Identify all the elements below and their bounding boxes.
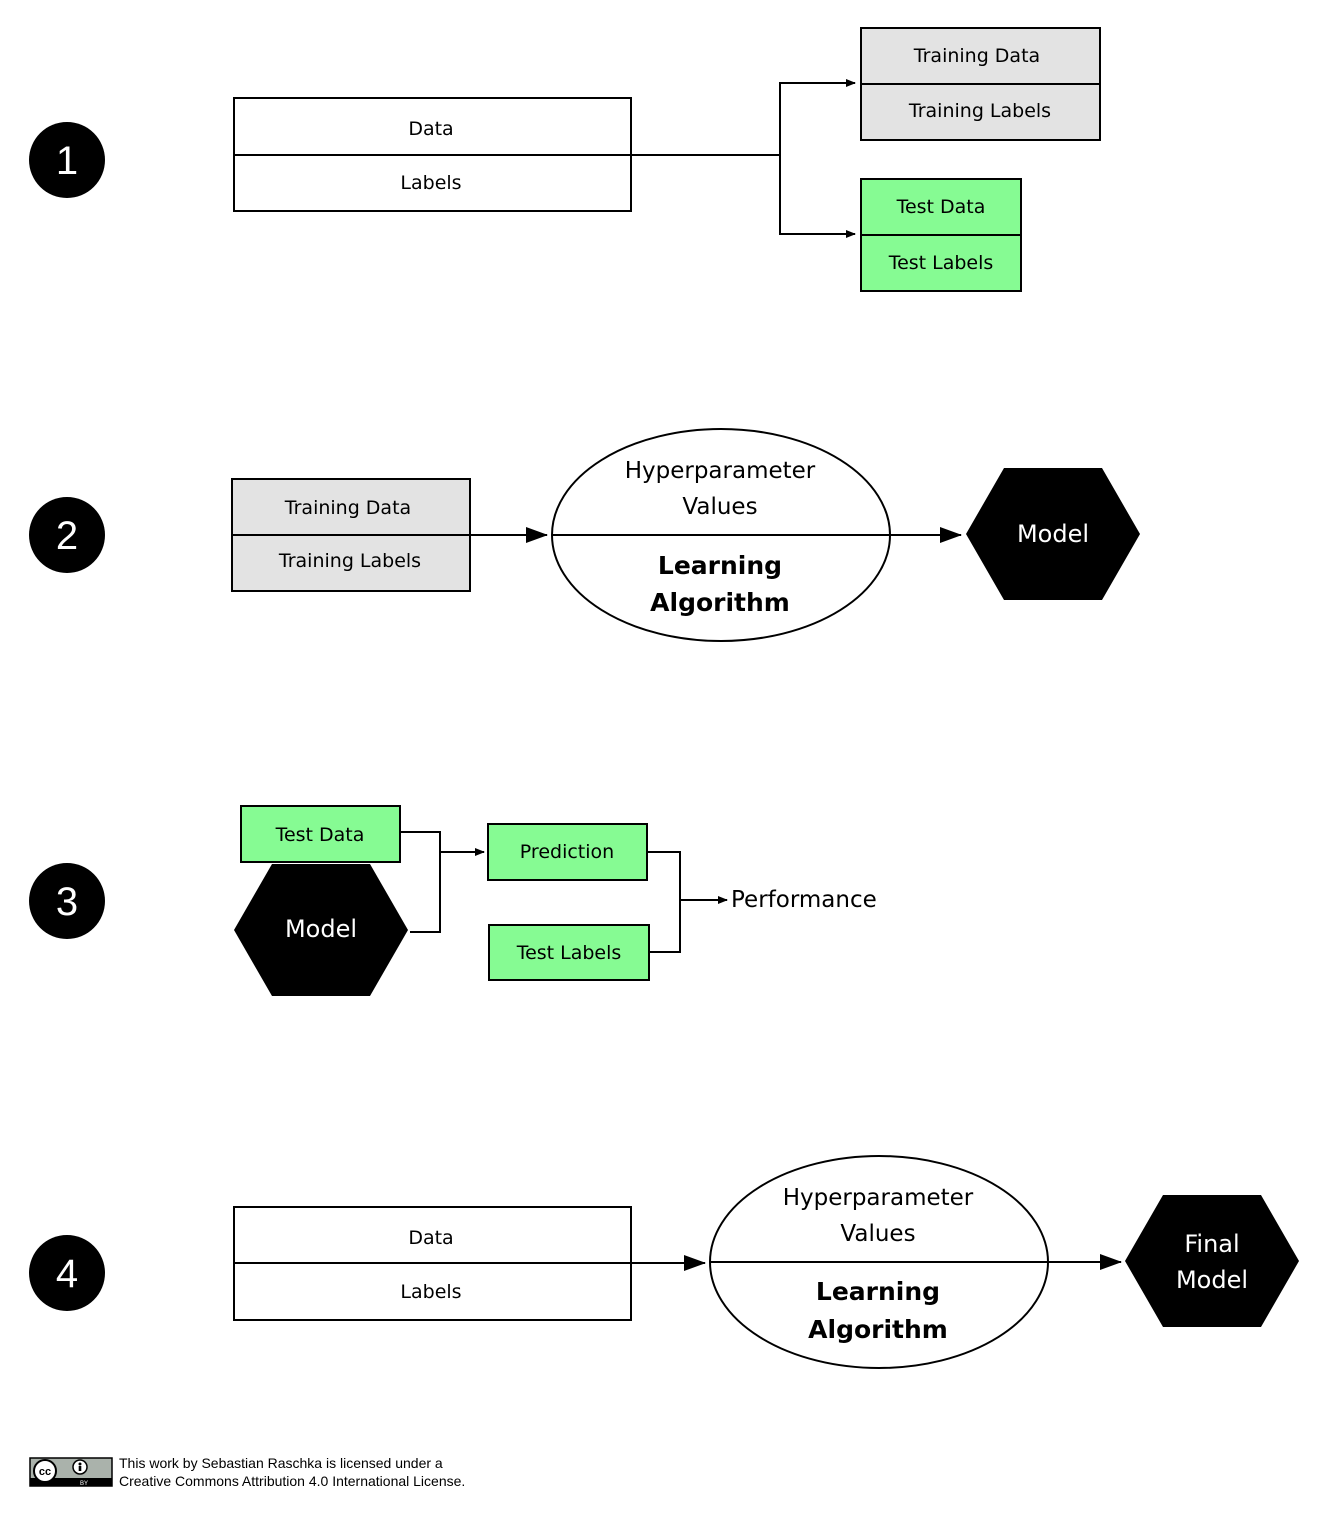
hyperparameter-label: Hyperparameter <box>625 458 816 484</box>
performance-connector <box>647 851 728 953</box>
learning-label: Learning <box>658 551 782 580</box>
learning-label: Learning <box>816 1277 940 1306</box>
step-4: 4 Data Labels Hyperparameter Values Lear… <box>29 1155 1299 1369</box>
step-2-number: 2 <box>56 514 78 558</box>
data-label: Data <box>408 1227 453 1249</box>
cc-badge-text: cc <box>39 1466 51 1478</box>
step-2-badge <box>29 497 105 573</box>
training-labels-label: Training Labels <box>908 100 1051 122</box>
step-1: 1 Data Labels Training Data Training Lab… <box>29 27 1101 292</box>
algorithm-label: Algorithm <box>808 1315 948 1344</box>
test-data-label: Test Data <box>275 824 365 846</box>
model-label: Model <box>285 915 357 943</box>
prediction-box: Prediction <box>487 823 648 881</box>
test-data-box: Test Data <box>240 805 401 863</box>
training-labels-label: Training Labels <box>278 550 421 572</box>
test-data-label: Test Data <box>896 196 986 218</box>
merge-connector <box>400 831 485 933</box>
training-input-box: Training Data Training Labels <box>231 478 471 592</box>
final-model-hexagon: Final Model <box>1125 1195 1299 1327</box>
test-labels-box: Test Labels <box>488 924 650 981</box>
test-labels-label: Test Labels <box>516 942 622 964</box>
step-1-badge <box>29 122 105 198</box>
values-label: Values <box>840 1221 915 1247</box>
performance-label: Performance <box>731 887 877 913</box>
model-hexagon: Model <box>966 468 1140 600</box>
step-3: 3 Model Test Data Prediction Test Labels… <box>29 805 877 996</box>
data-label: Data <box>408 118 453 140</box>
step-4-number: 4 <box>56 1252 78 1296</box>
training-split-box: Training Data Training Labels <box>860 27 1101 141</box>
labels-label: Labels <box>400 172 461 194</box>
final-label: Final <box>1184 1230 1239 1258</box>
model-label: Model <box>1176 1266 1248 1294</box>
test-labels-label: Test Labels <box>888 252 994 274</box>
hyperparameter-label: Hyperparameter <box>783 1185 974 1211</box>
prediction-label: Prediction <box>520 841 614 863</box>
test-split-box: Test Data Test Labels <box>860 178 1022 292</box>
cc-by-badge: cc BY <box>29 1457 113 1487</box>
step-3-badge <box>29 863 105 939</box>
license-footer: cc BY This work by Sebastian Raschka is … <box>29 1455 465 1489</box>
labels-label: Labels <box>400 1281 461 1303</box>
learning-algorithm-ellipse: Hyperparameter Values Learning Algorithm <box>551 428 891 642</box>
split-connector <box>631 79 856 238</box>
algorithm-label: Algorithm <box>650 588 790 617</box>
values-label: Values <box>682 494 757 520</box>
license-line-1: This work by Sebastian Raschka is licens… <box>119 1455 443 1471</box>
step-2: 2 Training Data Training Labels Hyperpar… <box>29 428 1140 642</box>
model-hexagon: Model <box>234 864 408 996</box>
license-line-2: Creative Commons Attribution 4.0 Interna… <box>119 1473 465 1489</box>
data-labels-box: Data Labels <box>233 97 632 212</box>
step-3-number: 3 <box>56 880 78 924</box>
by-badge-text: BY <box>80 1481 88 1487</box>
training-data-label: Training Data <box>284 497 411 519</box>
cc-icon <box>33 1459 57 1483</box>
learning-algorithm-ellipse: Hyperparameter Values Learning Algorithm <box>709 1155 1049 1369</box>
data-labels-box: Data Labels <box>233 1206 632 1321</box>
training-data-label: Training Data <box>913 45 1040 67</box>
step-4-badge <box>29 1235 105 1311</box>
model-label: Model <box>1017 520 1089 548</box>
step-1-number: 1 <box>56 139 78 183</box>
